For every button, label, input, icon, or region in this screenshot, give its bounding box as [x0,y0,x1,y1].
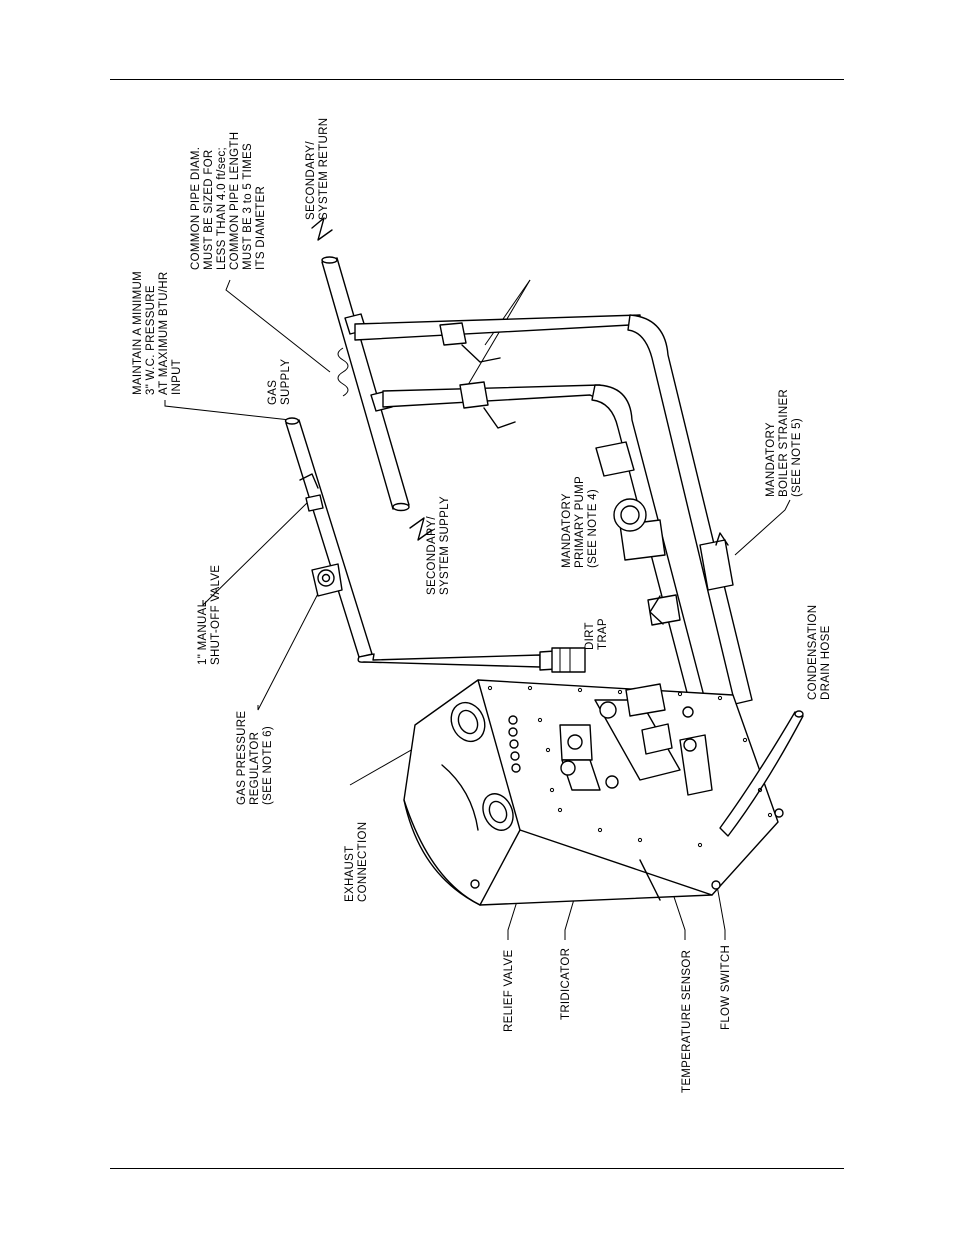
gas-supply-line-2: SUPPLY [280,359,292,405]
exhaust-line-1: EXHAUST [344,846,356,902]
manual-valve-label: 1" MANUAL SHUT-OFF VALVE [197,565,222,665]
boiler-unit [403,679,804,906]
boiler-strainer-line-3: (SEE NOTE 5) [791,418,803,497]
secondary-supply-label: SECONDARY/ SYSTEM SUPPLY [426,496,451,595]
gas-regulator-line-3: (SEE NOTE 6) [262,726,274,805]
header-rule [110,79,844,80]
dirt-trap-line-2: TRAP [597,618,609,650]
gas-regulator-line-2: REGULATOR [249,732,261,805]
footer-rule [110,1168,844,1169]
common-pipe-note-line-4: COMMON PIPE LENGTH [229,132,241,270]
primary-pump-label: MANDATORY PRIMARY PUMP (SEE NOTE 4) [561,476,599,568]
gas-pressure-note-line-2: 3" W.C. PRESSURE [145,285,157,395]
condensation-hose-line-2: DRAIN HOSE [820,625,832,700]
secondary-return-line-2: SYSTEM RETURN [318,118,330,220]
boiler-strainer-line-1: MANDATORY [765,422,777,497]
secondary-return-label: SECONDARY/ SYSTEM RETURN [305,118,330,220]
secondary-supply-line-2: SYSTEM SUPPLY [439,496,451,595]
manual-valve-line-1: 1" MANUAL [197,600,209,665]
secondary-supply-line-1: SECONDARY/ [426,516,438,595]
primary-pump-line-2: PRIMARY PUMP [574,476,586,568]
gas-pressure-note-line-4: INPUT [171,359,183,395]
secondary-return-line-1: SECONDARY/ [305,141,317,220]
tridicator-label: TRIDICATOR [560,948,572,1020]
primary-pump-line-1: MANDATORY [561,493,573,568]
manual-valve-line-2: SHUT-OFF VALVE [210,565,222,665]
boiler-strainer-line-2: BOILER STRAINER [778,389,790,497]
gas-regulator-label: GAS PRESSURE REGULATOR (SEE NOTE 6) [236,711,274,805]
common-pipe-note-line-6: ITS DIAMETER [255,186,267,270]
exhaust-line-2: CONNECTION [357,822,369,902]
gas-supply-piping [284,417,586,673]
labels: COMMON PIPE DIAM. MUST BE SIZED FOR LESS… [132,118,832,1093]
gas-regulator-line-1: GAS PRESSURE [236,711,248,805]
common-pipe-note-line-2: MUST BE SIZED FOR [203,149,215,270]
common-pipe-note-line-3: LESS THAN 4.0 ft/sec; [216,147,228,270]
primary-pump-line-3: (SEE NOTE 4) [587,489,599,568]
dirt-trap-label: DIRT TRAP [584,618,609,650]
common-pipe-note-line-1: COMMON PIPE DIAM. [190,147,202,270]
dirt-trap-line-1: DIRT [584,622,596,650]
condensation-hose-label: CONDENSATION DRAIN HOSE [807,605,832,700]
condensation-hose-line-1: CONDENSATION [807,605,819,700]
gas-pressure-note-line-1: MAINTAIN A MINIMUM [132,271,144,395]
common-pipe-note: COMMON PIPE DIAM. MUST BE SIZED FOR LESS… [190,132,267,270]
gas-pressure-note: MAINTAIN A MINIMUM 3" W.C. PRESSURE AT M… [132,271,183,395]
exhaust-label: EXHAUST CONNECTION [344,822,369,902]
relief-valve-label: RELIEF VALVE [503,950,515,1032]
temperature-sensor-label: TEMPERATURE SENSOR [681,950,693,1093]
gas-supply-label: GAS SUPPLY [267,359,292,405]
gas-supply-line-1: GAS [267,380,279,405]
boiler-strainer-label: MANDATORY BOILER STRAINER (SEE NOTE 5) [765,389,803,497]
common-pipe-note-line-5: MUST BE 3 to 5 TIMES [242,143,254,270]
gas-pressure-note-line-3: AT MAXIMUM BTU/HR [158,271,170,395]
flow-switch-label: FLOW SWITCH [720,945,732,1030]
common-pipe [311,217,753,705]
